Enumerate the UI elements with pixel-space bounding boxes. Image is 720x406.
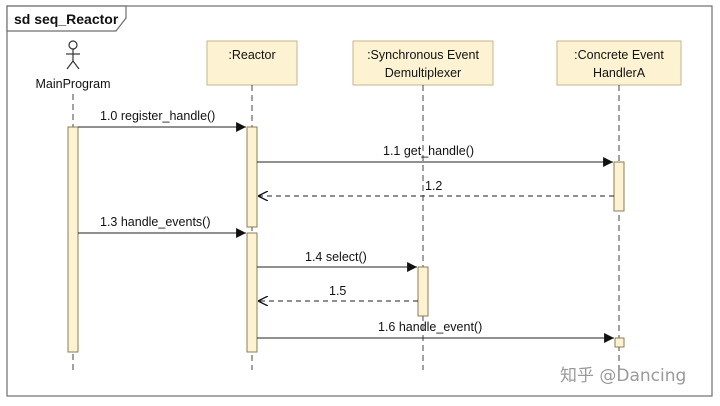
message-1-2: 1.2: [258, 179, 614, 196]
participant-handler-label-line1: :Concrete Event: [574, 48, 664, 62]
message-1-0: 1.0 register_handle(): [78, 109, 246, 132]
message-label: 1.2: [425, 179, 442, 193]
activation-handler-2: [614, 337, 625, 348]
actor-label: MainProgram: [35, 77, 110, 91]
actor-mainprogram: MainProgram: [35, 40, 111, 91]
participant-demux: :Synchronous Event Demultiplexer: [352, 40, 494, 86]
message-label: 1.3 handle_events(): [100, 215, 211, 229]
message-label: 1.4 select(): [305, 250, 367, 264]
participant-handler-label-line2: HandlerA: [593, 66, 646, 80]
message-1-4: 1.4 select(): [257, 250, 417, 272]
message-1-6: 1.6 handle_event(): [257, 320, 614, 343]
stick-figure-icon: [66, 40, 80, 70]
message-1-1: 1.1 get_handle(): [257, 144, 613, 167]
message-label: 1.6 handle_event(): [378, 320, 482, 334]
message-1-5: 1.5: [258, 284, 418, 301]
frame-tab: [6, 5, 127, 32]
watermark-text: 知乎 @Dancing: [560, 366, 686, 386]
participant-reactor: :Reactor: [206, 40, 298, 86]
activation-demux: [417, 266, 429, 317]
activation-reactor-2: [246, 232, 258, 353]
activation-mainprogram: [67, 126, 79, 353]
participant-demux-label-line2: Demultiplexer: [385, 66, 461, 80]
participant-reactor-label: :Reactor: [228, 48, 275, 62]
activation-reactor-1: [246, 126, 258, 228]
message-label: 1.0 register_handle(): [100, 109, 215, 123]
message-label: 1.1 get_handle(): [383, 144, 474, 158]
message-label: 1.5: [329, 284, 346, 298]
activation-handler-1: [613, 161, 625, 212]
frame-label: sd seq_Reactor: [14, 11, 119, 27]
participant-demux-label-line1: :Synchronous Event: [367, 48, 479, 62]
participant-handler: :Concrete Event HandlerA: [556, 40, 682, 86]
message-1-3: 1.3 handle_events(): [78, 215, 246, 238]
